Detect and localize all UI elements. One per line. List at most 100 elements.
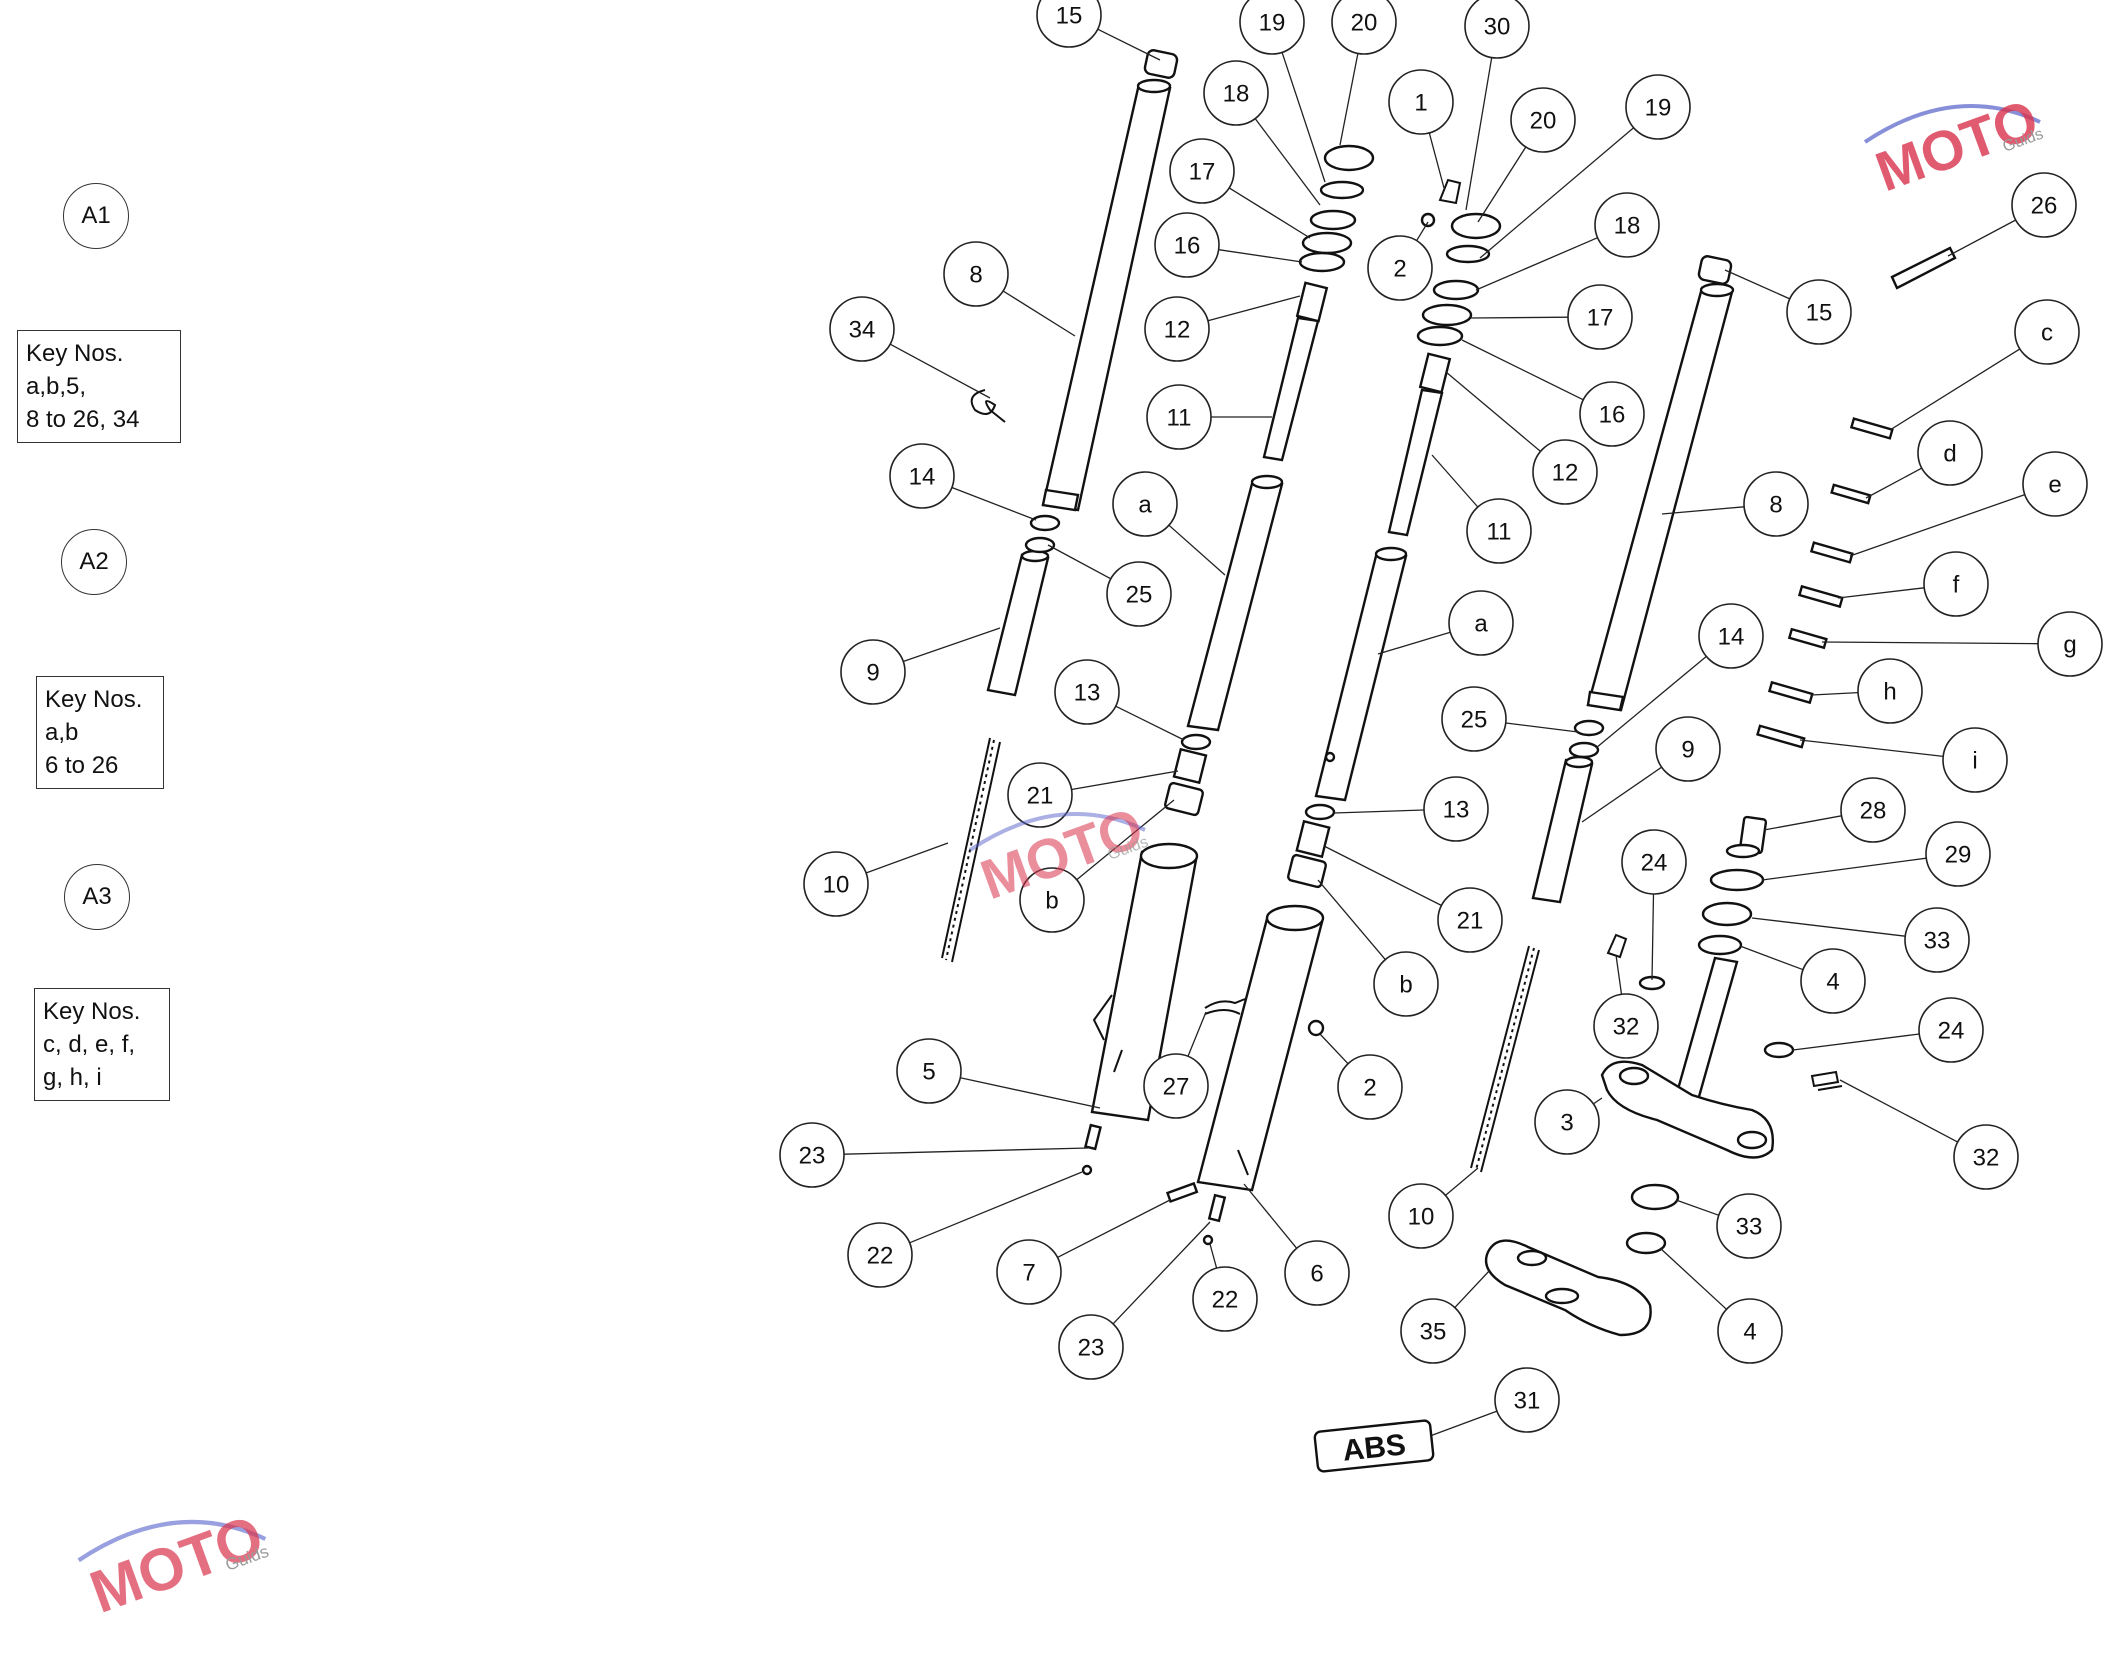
bushing-13-left [1180, 733, 1212, 751]
leader-line-c23b [1112, 1221, 1211, 1325]
leader-line-ca2 [1377, 631, 1451, 655]
damper-rod-right [1387, 388, 1444, 537]
callout-circle [896, 1038, 962, 1104]
callout-circle [1904, 907, 1970, 973]
callout-circle [1388, 1183, 1454, 1249]
top-cap-left [1143, 49, 1179, 79]
leader-line-cf [1837, 587, 1925, 599]
callout-circle [1857, 658, 1923, 724]
leader-line-cg [1821, 641, 2039, 645]
leader-line-c35 [1454, 1269, 1491, 1309]
strip-f [1797, 584, 1844, 609]
washer-19-right [1445, 244, 1491, 264]
callout-circle [829, 296, 895, 362]
o-ring-right-lower [1568, 741, 1600, 759]
callout-c4a: 4 [1800, 948, 1866, 1014]
callout-label: 16 [1599, 402, 1626, 429]
callout-c24a: 24 [1621, 829, 1687, 895]
callout-circle [1464, 0, 1530, 59]
lower-tube-right [1531, 758, 1594, 904]
callout-label: 14 [909, 464, 936, 491]
callout-ch: h [1857, 658, 1923, 724]
callout-c11a: 11 [1146, 384, 1212, 450]
callout-c20b: 20 [1510, 87, 1576, 153]
leader-line-c15b [1724, 269, 1791, 300]
watermark-logo-bottom: MOTO Guids [77, 1502, 272, 1626]
leader-line-c31 [1429, 1410, 1498, 1437]
callout-label: 24 [1938, 1018, 1965, 1045]
callout-circle [1917, 420, 1983, 486]
callout-circle [1716, 1193, 1782, 1259]
callout-c2b: 2 [1337, 1054, 1403, 1120]
callout-circle [1567, 284, 1633, 350]
callout-circle [1594, 192, 1660, 258]
callout-c18a: 18 [1203, 60, 1269, 126]
damper-rod-left [1262, 316, 1320, 462]
callout-circle [1923, 551, 1989, 617]
leader-line-c20a [1339, 53, 1359, 146]
callout-label: 22 [1212, 1287, 1239, 1314]
top-yoke-35 [1484, 1239, 1652, 1337]
callout-circle [1054, 659, 1120, 725]
callout-c24b: 24 [1918, 997, 1984, 1063]
spring-small-left [1295, 281, 1329, 323]
callout-label: f [1953, 572, 1960, 599]
spring-small-right [1418, 352, 1452, 394]
strip-e [1809, 541, 1854, 564]
callout-circle [2037, 611, 2103, 677]
callout-label: 26 [2031, 193, 2058, 220]
callout-circle [1743, 471, 1809, 537]
leader-line-c22a [909, 1171, 1083, 1244]
callout-c9b: 9 [1655, 716, 1721, 782]
callout-label: 32 [1973, 1145, 2000, 1172]
callout-circle [1786, 279, 1852, 345]
callout-label: 10 [823, 872, 850, 899]
callout-circle [1655, 716, 1721, 782]
key-title: Key Nos. [43, 998, 141, 1025]
spring-right [1470, 945, 1540, 1173]
callout-label: 16 [1174, 233, 1201, 260]
callout-c8b: 8 [1743, 471, 1809, 537]
callout-cd: d [1917, 420, 1983, 486]
callout-label: 33 [1736, 1214, 1763, 1241]
callout-c17a: 17 [1169, 138, 1235, 204]
callout-c7: 7 [996, 1239, 1062, 1305]
callout-label: 5 [922, 1059, 935, 1086]
callout-circle [1593, 993, 1659, 1059]
cartridge-hole [1324, 751, 1336, 763]
callout-label: 23 [799, 1143, 826, 1170]
leader-line-c25a [1047, 544, 1112, 580]
leader-line-c17b [1469, 316, 1569, 319]
callout-label: e [2048, 472, 2061, 499]
callout-circle [1112, 471, 1178, 537]
callout-c16a: 16 [1154, 212, 1220, 278]
strips [1756, 417, 1894, 749]
callout-label: 20 [1530, 108, 1557, 135]
callout-c11b: 11 [1466, 498, 1532, 564]
seal-4-bottom [1625, 1231, 1667, 1255]
leader-line-c25b [1505, 722, 1579, 733]
steering-stem [1600, 815, 1843, 1159]
cartridge-right [1314, 550, 1408, 802]
cartridge-left [1186, 478, 1284, 732]
callout-circle [1192, 1266, 1258, 1332]
leader-line-c29 [1761, 857, 1927, 881]
callout-circle [1579, 381, 1645, 447]
bearing-33-top [1701, 901, 1753, 927]
callout-label: 31 [1514, 1388, 1541, 1415]
callout-c8a: 8 [943, 241, 1009, 307]
bearing-33-bottom [1630, 1183, 1680, 1211]
callout-circle [1373, 951, 1439, 1017]
leader-line-c8b [1661, 506, 1745, 515]
callout-c6: 6 [1284, 1240, 1350, 1306]
callout-c2a: 2 [1367, 235, 1433, 301]
leader-line-c5 [960, 1077, 1101, 1109]
callout-circle [1534, 1089, 1600, 1155]
parts: ABS [941, 49, 1957, 1473]
callout-label: 25 [1461, 707, 1488, 734]
key-line: 6 to 26 [45, 752, 119, 779]
cartridge-left-top [1250, 474, 1284, 490]
leader-line-c19a [1281, 52, 1326, 183]
leader-line-c6 [1243, 1183, 1298, 1249]
leader-line-c9a [902, 627, 1001, 663]
